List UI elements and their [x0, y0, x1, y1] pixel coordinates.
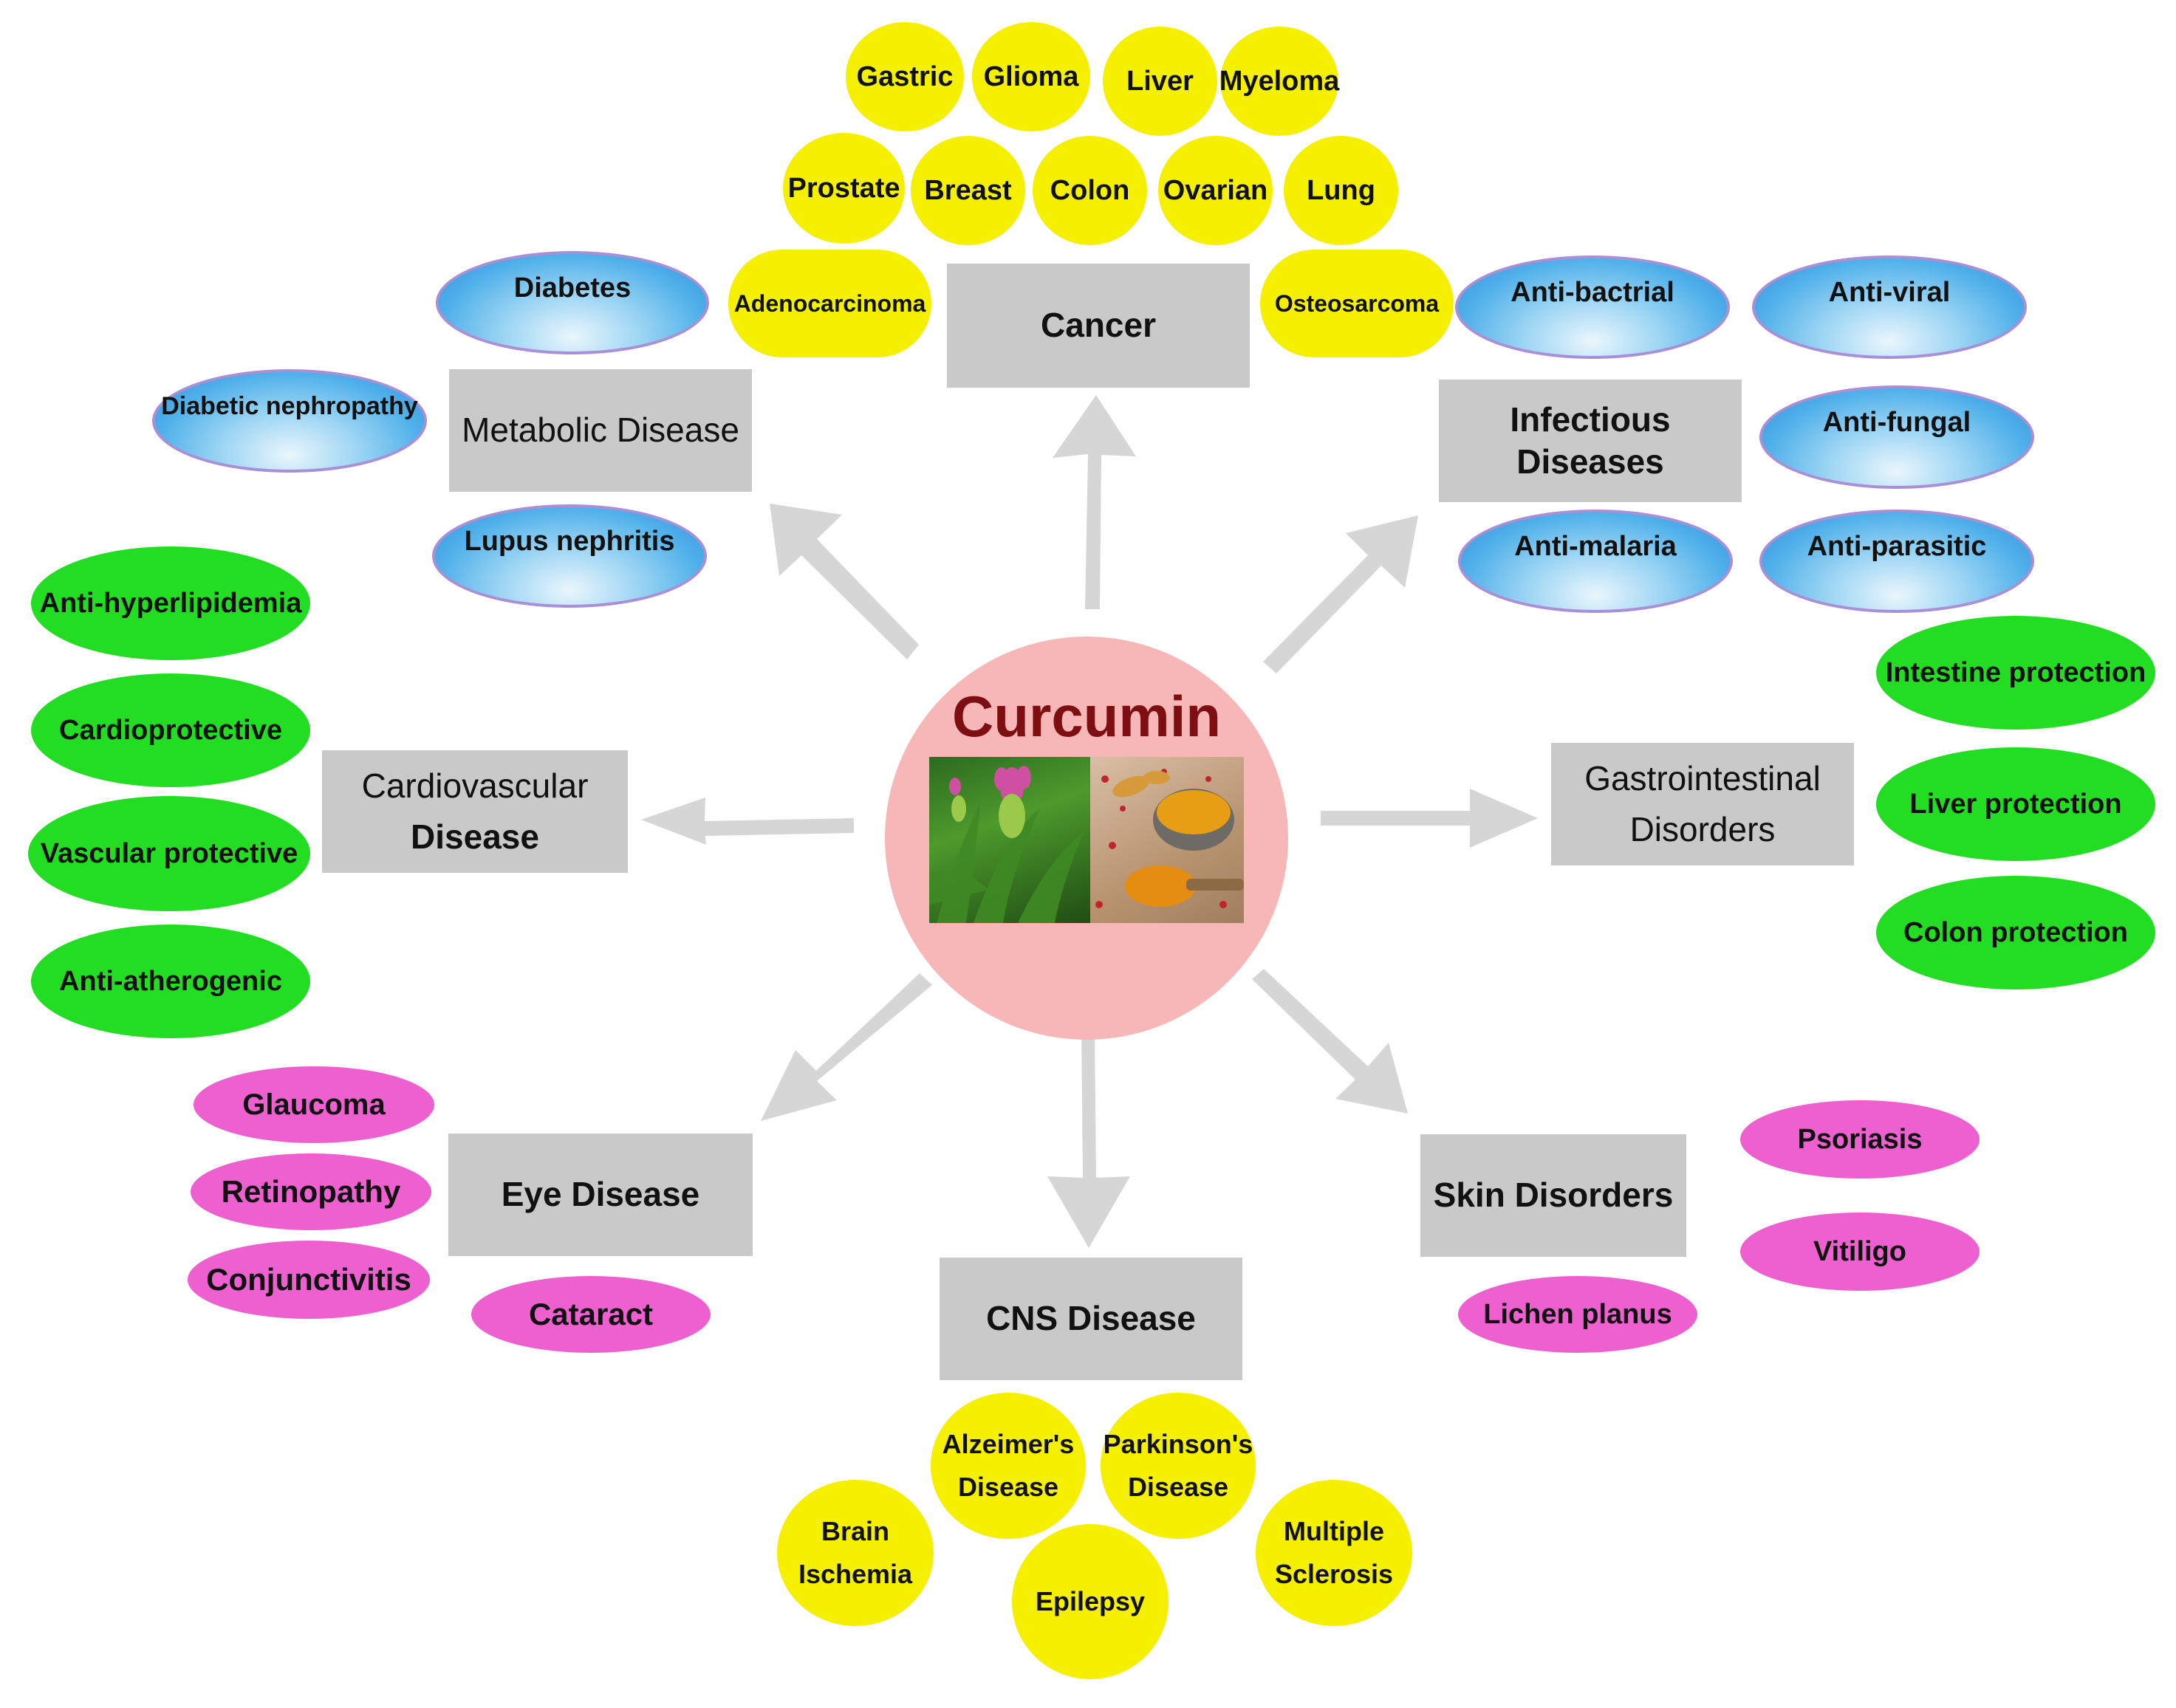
- infectious-node: Anti-malaria: [1458, 510, 1733, 613]
- infectious-node: Anti-viral: [1752, 255, 2027, 359]
- category-infectious-diseases: Infectious Diseases: [1439, 380, 1742, 502]
- cns-node: Epilepsy: [1012, 1524, 1169, 1679]
- eye-node: Cataract: [471, 1276, 711, 1353]
- infectious-node: Anti-fungal: [1759, 385, 2034, 489]
- skin-node: Psoriasis: [1740, 1100, 1980, 1179]
- arrow-to-cardiovascular: [641, 798, 854, 845]
- eye-node: Conjunctivitis: [188, 1241, 430, 1319]
- cns-node: Multiple Sclerosis: [1256, 1480, 1412, 1626]
- cancer-node: Osteosarcoma: [1260, 250, 1454, 357]
- cancer-node: Prostate: [783, 133, 905, 244]
- arrow-to-cns: [1047, 1030, 1130, 1248]
- infectious-node: Anti-bactrial: [1455, 255, 1730, 359]
- cancer-node: Colon: [1033, 136, 1147, 245]
- cardiovascular-node: Cardioprotective: [31, 673, 310, 787]
- cardiovascular-node: Vascular protective: [28, 796, 310, 911]
- metabolic-node: Diabetic nephropathy: [152, 369, 427, 473]
- category-gastrointestinal-disorders: Gastrointestinal Disorders: [1551, 743, 1854, 865]
- cancer-node: Adenocarcinoma: [728, 250, 931, 357]
- infectious-node: Anti-parasitic: [1759, 510, 2034, 613]
- gastrointestinal-node: Liver protection: [1876, 747, 2155, 861]
- skin-node: Vitiligo: [1740, 1213, 1980, 1291]
- metabolic-node: Lupus nephritis: [432, 504, 707, 608]
- cns-node: Parkinson's Disease: [1101, 1393, 1256, 1539]
- category-skin-disorders: Skin Disorders: [1420, 1134, 1686, 1257]
- turmeric-plant-image: [929, 757, 1090, 923]
- gastrointestinal-node: Colon protection: [1876, 876, 2155, 990]
- category-cardiovascular-disease: Cardiovascular Disease: [322, 750, 628, 873]
- cardiovascular-node: Anti-atherogenic: [31, 925, 310, 1038]
- cancer-node: Breast: [911, 136, 1025, 245]
- cns-node: Alzeimer's Disease: [931, 1393, 1086, 1539]
- cancer-node: Lung: [1284, 136, 1398, 245]
- cancer-node: Glioma: [972, 22, 1090, 131]
- metabolic-node: Diabetes: [436, 251, 709, 354]
- arrow-to-metabolic: [770, 504, 919, 659]
- category-metabolic-disease: Metabolic Disease: [449, 369, 752, 492]
- skin-node: Lichen planus: [1458, 1276, 1697, 1353]
- category-eye-disease: Eye Disease: [448, 1133, 753, 1256]
- cancer-node: Gastric: [846, 22, 964, 131]
- gastrointestinal-node: Intestine protection: [1876, 616, 2155, 730]
- arrow-to-infectious: [1263, 515, 1418, 673]
- arrow-to-eye: [761, 973, 932, 1121]
- turmeric-powder-image: [1090, 757, 1244, 923]
- arrow-to-skin: [1252, 969, 1408, 1114]
- eye-node: Glaucoma: [194, 1066, 434, 1143]
- category-cns-disease: CNS Disease: [940, 1258, 1242, 1380]
- cardiovascular-node: Anti-hyperlipidemia: [31, 546, 310, 660]
- category-cancer: Cancer: [947, 264, 1250, 388]
- cancer-node: Myeloma: [1219, 27, 1339, 136]
- cancer-node: Ovarian: [1158, 136, 1273, 245]
- arrow-to-cancer: [1053, 395, 1136, 609]
- cns-node: Brain Ischemia: [777, 1480, 934, 1626]
- center-title: Curcumin: [951, 684, 1222, 749]
- arrow-to-gastrointestinal: [1321, 789, 1538, 848]
- cancer-node: Liver: [1103, 27, 1217, 136]
- eye-node: Retinopathy: [191, 1153, 431, 1230]
